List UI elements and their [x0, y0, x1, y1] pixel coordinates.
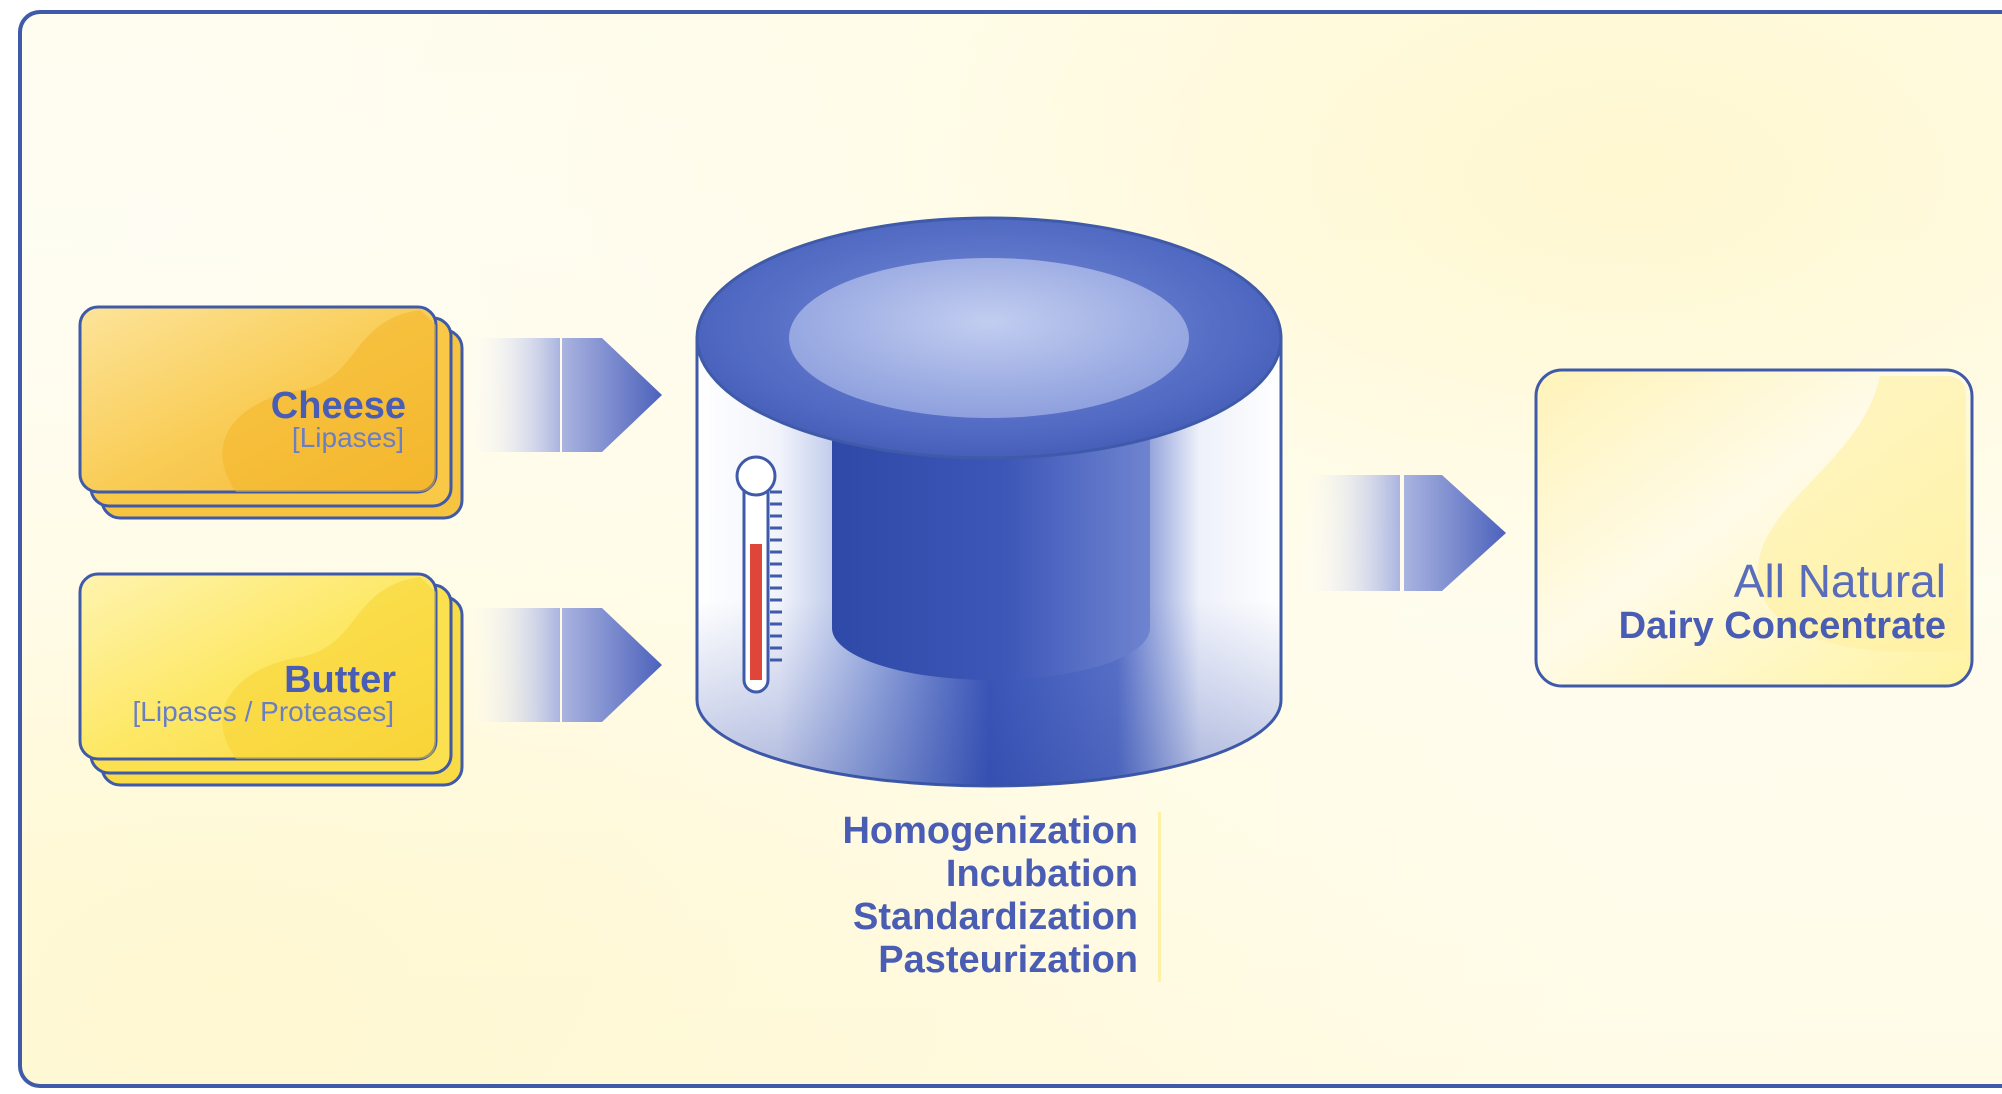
butter-card: [78, 572, 464, 787]
processing-tank-icon: [695, 216, 1283, 788]
output-line2: Dairy Concentrate: [1618, 605, 1946, 647]
process-steps-list: Homogenization Incubation Standardizatio…: [760, 810, 1138, 982]
output-line1: All Natural: [1733, 555, 1946, 607]
process-step: Pasteurization: [878, 939, 1138, 981]
cheese-card: [78, 305, 464, 520]
arrow-right-icon: [466, 608, 662, 722]
thermometer-icon: [735, 455, 782, 694]
cheese-enzymes: [Lipases]: [291, 422, 404, 453]
process-step: Standardization: [852, 896, 1138, 938]
process-divider: [1158, 812, 1161, 982]
butter-title: Butter: [284, 659, 396, 701]
butter-enzymes: [Lipases / Proteases]: [132, 696, 394, 727]
arrow-right-icon: [1300, 475, 1506, 591]
process-step: Homogenization: [842, 810, 1138, 852]
output-card: [1534, 368, 1974, 688]
cheese-title: Cheese: [270, 385, 406, 427]
arrow-right-icon: [466, 338, 662, 452]
process-step: Incubation: [945, 853, 1138, 895]
